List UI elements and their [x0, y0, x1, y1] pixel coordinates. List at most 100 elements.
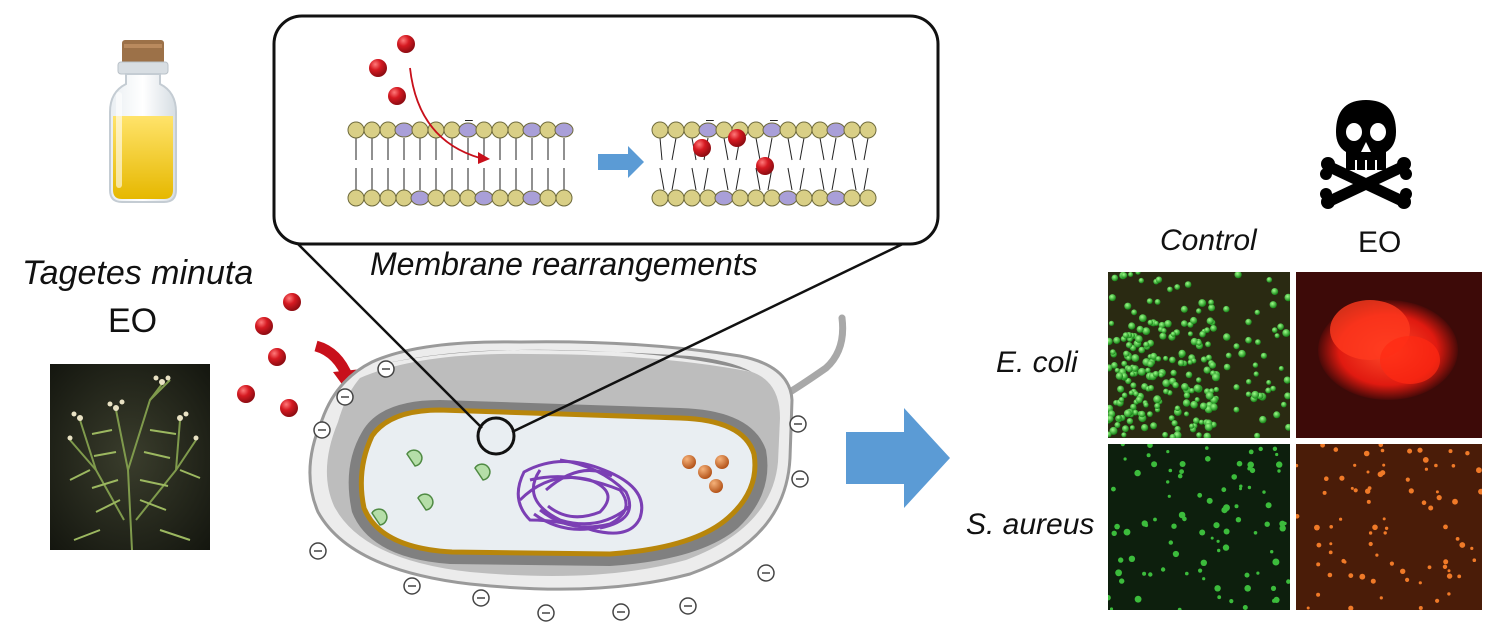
cell-speck [1329, 542, 1333, 546]
zoom-circle [476, 416, 516, 456]
microscopy-ecoli-control [1108, 272, 1290, 438]
cell-speck [1223, 528, 1230, 535]
cell-speck [1128, 272, 1134, 277]
cell-speck [1184, 411, 1189, 417]
cell-speck [1138, 277, 1145, 284]
cell-speck [1205, 456, 1211, 462]
cell-speck [1189, 423, 1195, 429]
cell-speck [1260, 352, 1267, 359]
cell-speck [1320, 444, 1325, 448]
cell-speck [1187, 359, 1193, 365]
cell-speck [1283, 376, 1290, 384]
cell-speck [1316, 562, 1321, 567]
cell-speck [1155, 276, 1163, 283]
cell-speck [1143, 402, 1149, 408]
cell-speck [1183, 392, 1190, 399]
cell-speck [1284, 392, 1290, 400]
cell-speck [1254, 432, 1261, 438]
cell-speck [1448, 449, 1453, 454]
svg-text:–: – [706, 111, 714, 127]
cell-speck [1133, 391, 1139, 397]
cell-speck [1170, 331, 1176, 337]
cell-speck [1147, 411, 1153, 417]
cell-speck [1199, 402, 1208, 410]
cell-speck [1146, 453, 1151, 458]
cell-speck [1113, 336, 1121, 344]
cell-speck [1142, 327, 1151, 335]
cell-speck [1132, 409, 1139, 416]
cell-speck [1196, 340, 1202, 346]
cell-speck [1202, 577, 1206, 581]
cell-speck [1379, 596, 1383, 600]
microscopy-saureus-eo [1296, 444, 1482, 610]
cell-speck [1258, 446, 1263, 452]
skull-crossbones-icon [1320, 100, 1412, 209]
cell-speck [1111, 274, 1119, 282]
cell-speck [1141, 424, 1149, 432]
cell-speck [1130, 382, 1137, 389]
zoom-line-left [281, 227, 483, 429]
cell-speck [1122, 332, 1129, 339]
cell-speck [1378, 444, 1384, 448]
cell-speck [1163, 355, 1169, 361]
cell-speck [1147, 444, 1153, 448]
cell-speck [1194, 397, 1200, 403]
cell-speck [1145, 367, 1151, 373]
cell-speck [1476, 467, 1482, 474]
cell-speck [1204, 327, 1210, 333]
cell-speck [1329, 525, 1333, 529]
cell-speck [1123, 528, 1131, 536]
cell-speck [1118, 397, 1125, 403]
cell-speck [1171, 523, 1177, 529]
cell-speck [1206, 497, 1213, 504]
cell-speck [1150, 422, 1157, 430]
cell-speck [1328, 550, 1333, 555]
cell-speck [1341, 558, 1346, 564]
essential-oil-vial-icon [109, 40, 177, 203]
cell-speck [1222, 544, 1230, 551]
cell-speck [1435, 598, 1440, 603]
cell-speck [1208, 304, 1216, 312]
cell-speck [1177, 607, 1182, 610]
cell-speck [1235, 517, 1242, 523]
cell-speck [1169, 433, 1176, 438]
cell-speck [1367, 486, 1372, 490]
cell-speck [1457, 574, 1462, 579]
cell-speck [1185, 571, 1189, 576]
cell-speck [1264, 521, 1270, 527]
cell-speck [1269, 301, 1277, 309]
cell-speck [1285, 423, 1290, 431]
cell-speck [1116, 415, 1122, 421]
cell-speck [1190, 316, 1198, 325]
cell-speck [1200, 559, 1208, 566]
cell-speck [1135, 396, 1143, 404]
cell-speck [1153, 395, 1162, 404]
cell-speck [1115, 569, 1122, 577]
cell-speck [1124, 302, 1132, 310]
svg-text:–: – [465, 111, 473, 127]
cell-speck [1199, 331, 1206, 338]
cell-speck [1136, 325, 1144, 333]
cell-speck [1146, 298, 1153, 304]
cell-speck [1169, 356, 1176, 364]
cell-speck [1472, 558, 1477, 562]
cell-speck [1251, 390, 1260, 399]
cell-speck [1184, 281, 1192, 288]
cell-speck [1205, 446, 1209, 450]
cell-speck [1167, 494, 1171, 498]
cell-speck [1223, 363, 1231, 371]
cell-speck [1442, 564, 1448, 569]
cell-speck [1271, 327, 1278, 333]
cell-speck [1446, 573, 1453, 579]
cell-speck [1141, 520, 1148, 527]
membrane-inset-box [272, 14, 940, 246]
cell-speck [1316, 542, 1322, 548]
cell-speck [1244, 585, 1251, 592]
plant-name-label: Tagetes minuta [22, 254, 254, 292]
cell-speck [1108, 431, 1112, 438]
cell-speck [1272, 446, 1278, 451]
cell-speck [1180, 305, 1188, 313]
cell-speck [1284, 293, 1290, 302]
cell-speck [1368, 541, 1373, 547]
cell-speck [1408, 488, 1414, 494]
